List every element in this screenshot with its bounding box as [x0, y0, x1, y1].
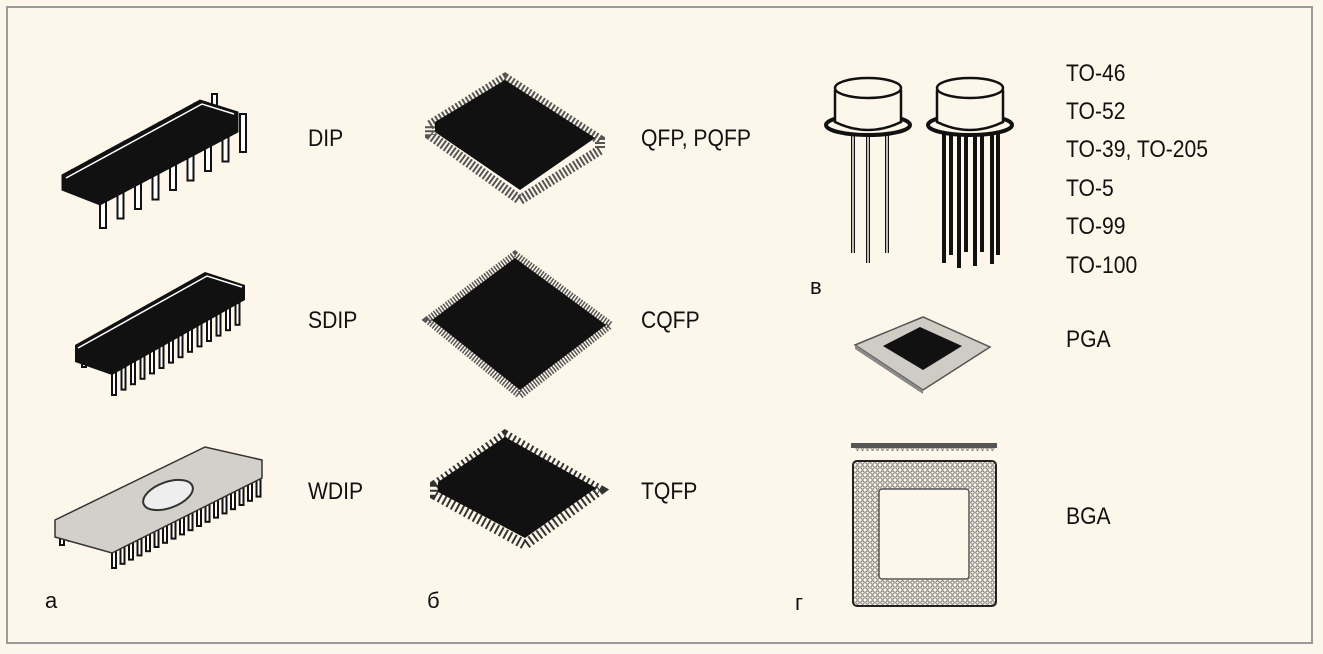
label-cqfp: CQFP: [641, 307, 700, 334]
tqfp-chip-image: [430, 429, 610, 551]
label-pga: PGA: [1066, 326, 1111, 353]
label-to39: TO-39, TO-205: [1066, 136, 1209, 163]
label-to99: TO-99: [1066, 213, 1126, 240]
label-to5: TO-5: [1066, 175, 1114, 202]
panel-letter-a: а: [45, 588, 58, 613]
panel-letter-v: в: [810, 274, 822, 299]
label-to52: TO-52: [1066, 98, 1126, 125]
label-bga: BGA: [1066, 503, 1111, 530]
pga-chip-image: [853, 316, 992, 394]
to-can-multi-lead-image: [926, 76, 1014, 268]
label-to100: TO-100: [1066, 252, 1138, 279]
label-wdip: WDIP: [308, 478, 364, 505]
dip-chip-image: [61, 93, 247, 229]
wdip-chip-image: [54, 446, 263, 569]
panel-letter-b: б: [427, 588, 440, 613]
label-tqfp: TQFP: [641, 478, 698, 505]
qfp-chip-image: [425, 72, 605, 207]
cqfp-chip-image: [421, 250, 617, 401]
bga-chip-image: [851, 443, 997, 607]
label-dip: DIP: [308, 125, 344, 152]
label-qfp: QFP, PQFP: [641, 125, 751, 152]
chip-pin: [239, 113, 247, 153]
label-sdip: SDIP: [308, 307, 358, 334]
panel-letter-g: г: [795, 590, 804, 615]
sdip-chip-image: [75, 272, 245, 396]
label-to46: TO-46: [1066, 60, 1126, 87]
figure-border: [6, 6, 1313, 644]
to-can-3-lead-image: [824, 76, 912, 263]
